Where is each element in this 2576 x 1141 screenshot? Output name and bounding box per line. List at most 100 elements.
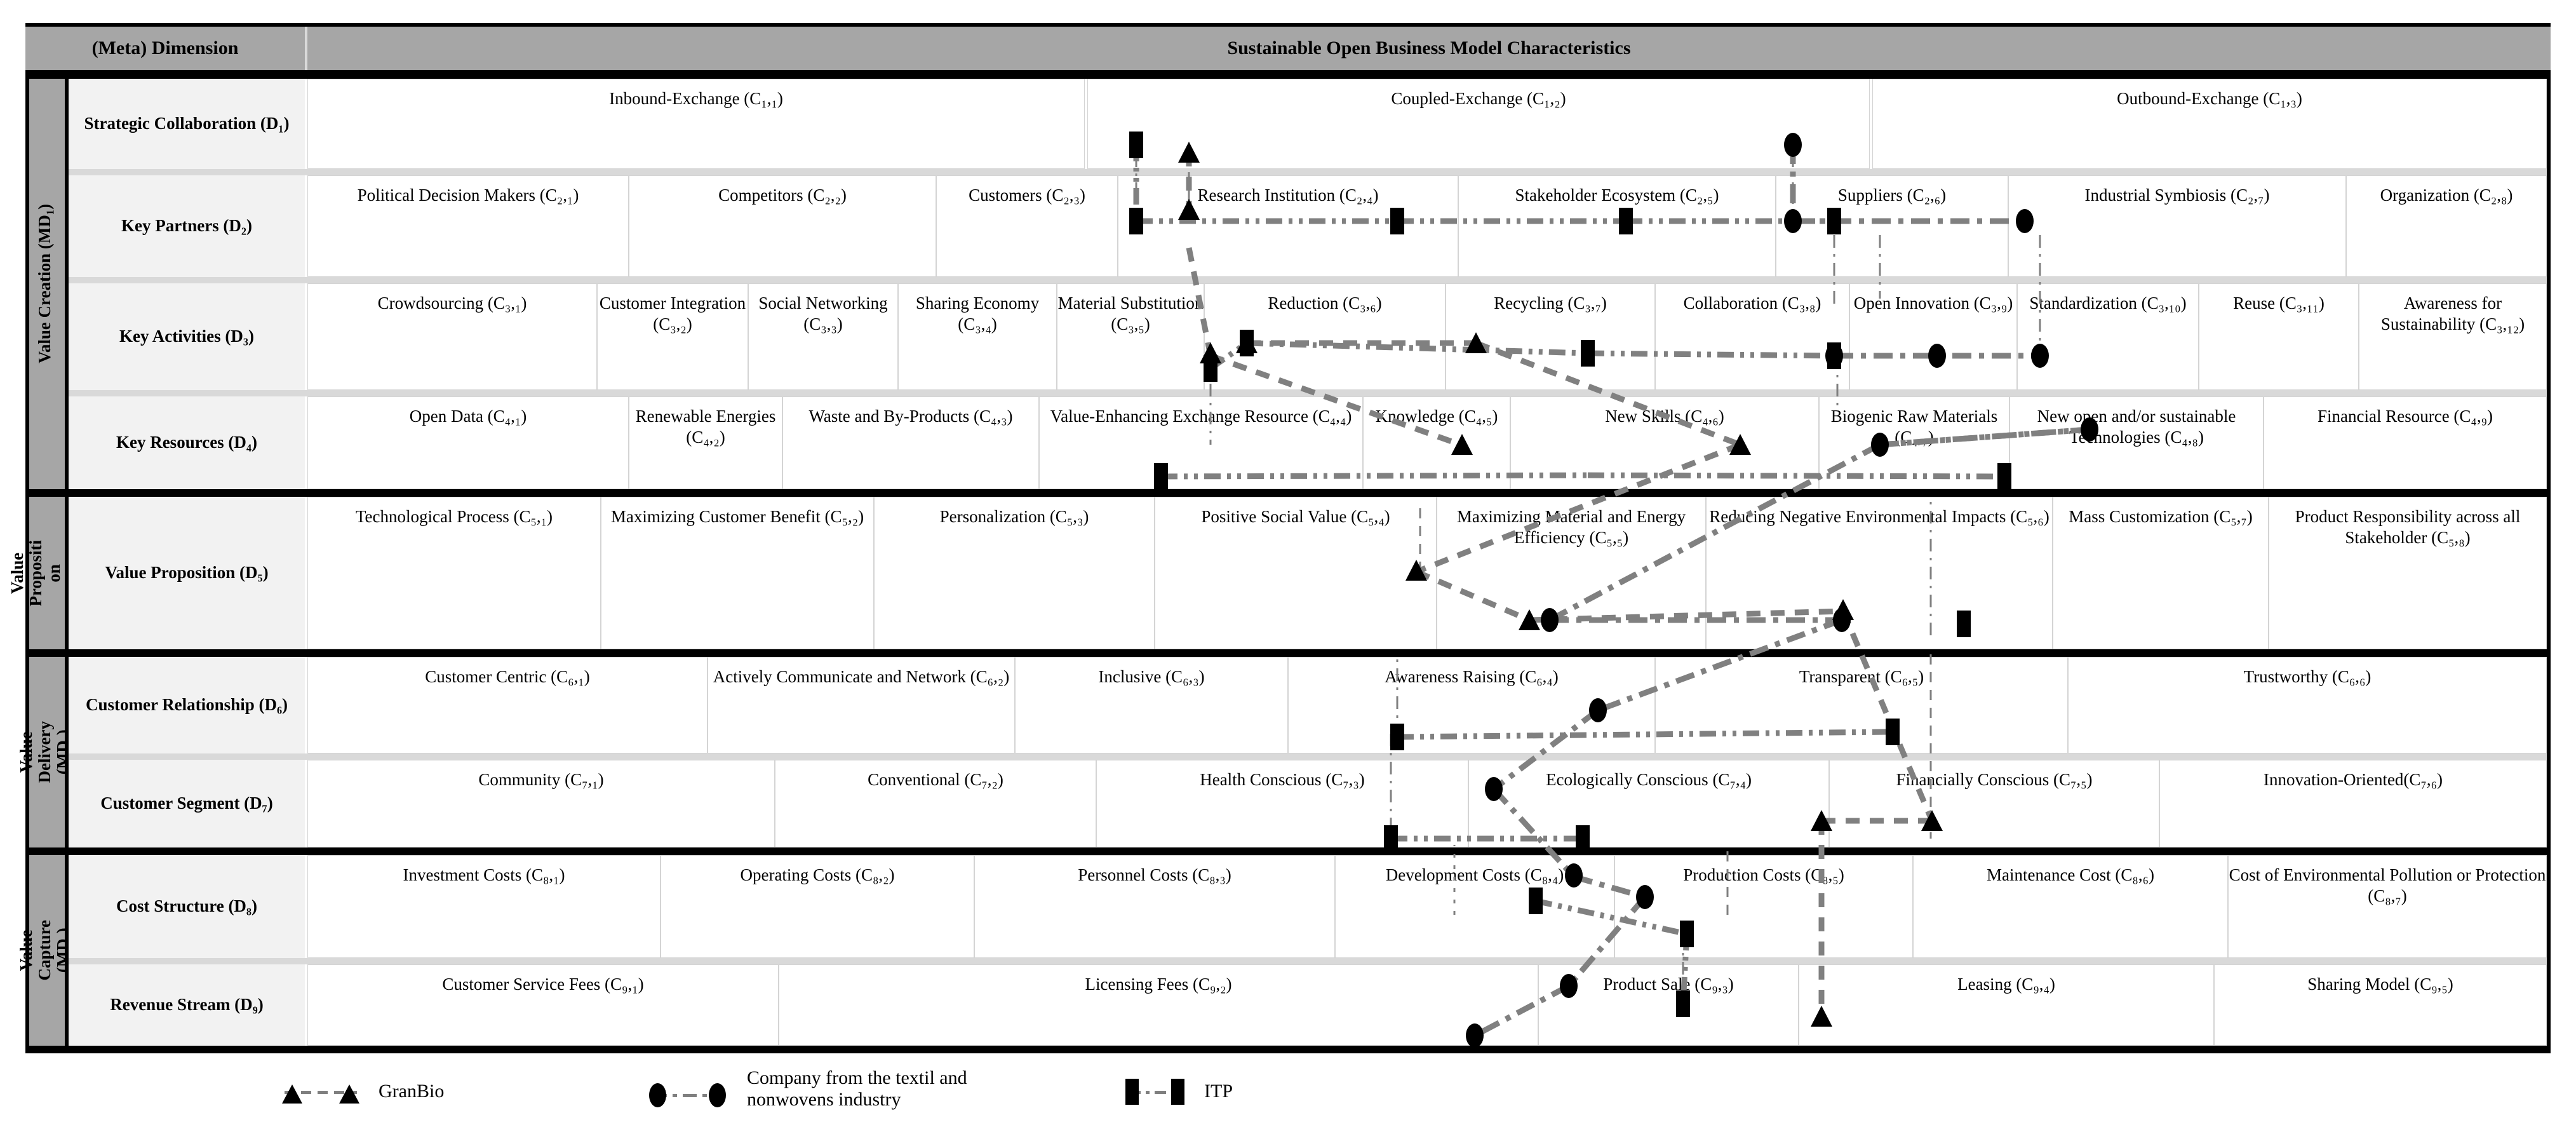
cell-C4-5[interactable]: Knowledge (C₄,₅) [1363,396,1510,489]
right-spine [2547,79,2551,1046]
cell-C6-5[interactable]: Transparent (C₆,₅) [1655,657,2068,753]
cell-C6-6[interactable]: Trustworthy (C₆,₆) [2068,657,2547,753]
cell-C3-6[interactable]: Reduction (C₃,₆) [1204,283,1446,390]
cell-C2-5[interactable]: Stakeholder Ecosystem (C₂,₅) [1458,175,1776,277]
circle-marker-icon [649,1083,666,1107]
cell-C9-4[interactable]: Leasing (C₉,₄) [1799,964,2214,1046]
cell-C9-1[interactable]: Customer Service Fees (C₉,₁) [307,964,779,1046]
cell-C3-3-label: Social Networking (C₃,₃) [758,294,888,334]
cell-C8-7[interactable]: Cost of Environmental Pollution or Prote… [2228,855,2547,958]
cell-C3-1[interactable]: Crowdsourcing (C₃,₁) [307,283,597,390]
square-marker-icon [1171,1079,1184,1105]
cell-C3-2[interactable]: Customer Integration (C₃,₂) [597,283,748,390]
meta-dimension-MD3: Value Delivery (MD₃) [17,657,73,847]
cell-C3-9[interactable]: Open Innovation (C₃,₉) [1849,283,2017,390]
legend-item-itp[interactable]: ITP [1118,1079,1233,1105]
cell-C4-2[interactable]: Renewable Energies (C₄,₂) [629,396,782,489]
dash-dot-line-icon [653,1093,725,1097]
cell-C6-6-label: Trustworthy (C₆,₆) [2243,667,2371,686]
cell-C1-3[interactable]: Outbound-Exchange (C₁,₃) [1872,79,2547,169]
cell-C8-1-label: Investment Costs (C₈,₁) [403,865,565,884]
cell-C2-2[interactable]: Competitors (C₂,₂) [629,175,936,277]
cell-C2-3[interactable]: Customers (C₂,₃) [936,175,1118,277]
cell-C2-8[interactable]: Organization (C₂,₈) [2346,175,2547,277]
cell-C3-12[interactable]: Awareness for Sustainability (C₃,₁₂) [2359,283,2547,390]
cell-C7-3[interactable]: Health Conscious (C₇,₃) [1096,760,1468,847]
cell-C5-8[interactable]: Product Responsibility across all Stakeh… [2269,497,2547,649]
cell-C4-4[interactable]: Value-Enhancing Exchange Resource (C₄,₄) [1039,396,1363,489]
cell-C8-7-label: Cost of Environmental Pollution or Prote… [2229,865,2546,905]
cell-C1-1[interactable]: Inbound-Exchange (C₁,₁) [307,79,1085,169]
cell-C2-4-label: Research Institution (C₂,₄) [1197,186,1379,205]
cell-C9-2[interactable]: Licensing Fees (C₉,₂) [779,964,1538,1046]
cell-C9-3[interactable]: Product Sale (C₉,₃) [1538,964,1799,1046]
cell-C8-3-label: Personnel Costs (C₈,₃) [1078,865,1231,884]
dimension-label-D5-text: Value Proposition (D₅) [105,563,269,583]
legend-item-granbio[interactable]: GranBio [273,1079,444,1104]
cell-C7-1[interactable]: Community (C₇,₁) [307,760,775,847]
cell-C5-4[interactable]: Positive Social Value (C₅,₄) [1155,497,1437,649]
cell-C8-3[interactable]: Personnel Costs (C₈,₃) [974,855,1335,958]
cell-C6-3[interactable]: Inclusive (C₆,₃) [1015,657,1288,753]
cell-C3-4[interactable]: Sharing Economy (C₃,₄) [898,283,1057,390]
cell-C5-6[interactable]: Reducing Negative Environmental Impacts … [1706,497,2053,649]
cell-C2-2-label: Competitors (C₂,₂) [718,186,847,205]
cell-C2-6[interactable]: Suppliers (C₂,₆) [1776,175,2008,277]
cell-C3-3[interactable]: Social Networking (C₃,₃) [748,283,898,390]
cell-C4-6[interactable]: New Skills (C₄,₆) [1510,396,1819,489]
cell-C3-8[interactable]: Collaboration (C₃,₈) [1655,283,1849,390]
cell-C3-9-label: Open Innovation (C₃,₉) [1853,294,2013,313]
cell-C3-11[interactable]: Reuse (C₃,₁₁) [2199,283,2359,390]
cell-C2-4[interactable]: Research Institution (C₂,₄) [1118,175,1458,277]
cell-C2-3-label: Customers (C₂,₃) [969,186,1085,205]
cell-C4-7-label: Biogenic Raw Materials (C₄,₇) [1830,407,1998,447]
left-spine [25,79,29,1046]
cell-C4-1[interactable]: Open Data (C₄,₁) [307,396,629,489]
dimension-label-D8-text: Cost Structure (D₈) [116,896,258,916]
cell-C8-5[interactable]: Production Costs (C₈,₅) [1614,855,1913,958]
cell-C4-8-label: New open and/or sustainable Technologies… [2037,407,2236,447]
cell-C4-3[interactable]: Waste and By-Products (C₄,₃) [782,396,1039,489]
cell-C4-9[interactable]: Financial Resource (C₄,₉) [2264,396,2547,489]
cell-C9-4-label: Leasing (C₉,₄) [1957,975,2055,994]
cell-C1-2[interactable]: Coupled-Exchange (C₁,₂) [1087,79,1870,169]
cell-C7-2-label: Conventional (C₇,₂) [868,770,1003,789]
cell-C6-4[interactable]: Awareness Raising (C₆,₄) [1288,657,1655,753]
cell-C4-7[interactable]: Biogenic Raw Materials (C₄,₇) [1819,396,2009,489]
cell-C8-6[interactable]: Maintenance Cost (C₈,₆) [1913,855,2228,958]
cell-C8-4[interactable]: Development Costs (C₈,₄) [1335,855,1614,958]
cell-C5-5[interactable]: Maximizing Material and Energy Efficienc… [1437,497,1706,649]
cell-C5-2[interactable]: Maximizing Customer Benefit (C₅,₂) [601,497,874,649]
cell-C6-1[interactable]: Customer Centric (C₆,₁) [307,657,708,753]
dimension-label-D9: Revenue Stream (D₉) [69,964,305,1046]
cell-C4-5-label: Knowledge (C₄,₅) [1375,407,1498,426]
legend-item-textile[interactable]: Company from the textil and nonwovens in… [641,1067,1039,1110]
cell-C7-3-label: Health Conscious (C₇,₃) [1200,770,1365,789]
meta-dimension-header: (Meta) Dimension [25,27,305,70]
cell-C8-2[interactable]: Operating Costs (C₈,₂) [661,855,974,958]
cell-C9-2-label: Licensing Fees (C₉,₂) [1085,975,1232,994]
cell-C8-2-label: Operating Costs (C₈,₂) [740,865,895,884]
cell-C4-3-label: Waste and By-Products (C₄,₃) [808,407,1013,426]
cell-C5-3[interactable]: Personalization (C₅,₃) [874,497,1155,649]
cell-C7-6[interactable]: Innovation-Oriented(C₇,₆) [2159,760,2547,847]
cell-C5-7[interactable]: Mass Customization (C₅,₇) [2053,497,2269,649]
dimension-label-D7: Customer Segment (D₇) [69,760,305,847]
header-bottom-rule [25,70,2551,79]
cell-C2-7[interactable]: Industrial Symbiosis (C₂,₇) [2008,175,2346,277]
cell-C3-5[interactable]: Material Substitution (C₃,₅) [1057,283,1204,390]
cell-C7-4[interactable]: Ecologically Conscious (C₇,₄) [1468,760,1829,847]
cell-C3-5-label: Material Substitution (C₃,₅) [1057,294,1204,334]
cell-C3-10[interactable]: Standardization (C₃,₁₀) [2017,283,2199,390]
cell-C6-2[interactable]: Actively Communicate and Network (C₆,₂) [708,657,1015,753]
cell-C8-1[interactable]: Investment Costs (C₈,₁) [307,855,661,958]
cell-C6-3-label: Inclusive (C₆,₃) [1098,667,1205,686]
cell-C2-1[interactable]: Political Decision Makers (C₂,₁) [307,175,629,277]
cell-C3-7[interactable]: Recycling (C₃,₇) [1446,283,1655,390]
legend-label-textile: Company from the textil and nonwovens in… [747,1067,967,1110]
cell-C7-5[interactable]: Financially Conscious (C₇,₅) [1829,760,2159,847]
cell-C4-8[interactable]: New open and/or sustainable Technologies… [2009,396,2264,489]
cell-C5-1[interactable]: Technological Process (C₅,₁) [307,497,601,649]
cell-C7-2[interactable]: Conventional (C₇,₂) [775,760,1096,847]
cell-C9-5[interactable]: Sharing Model (C₉,₅) [2214,964,2547,1046]
